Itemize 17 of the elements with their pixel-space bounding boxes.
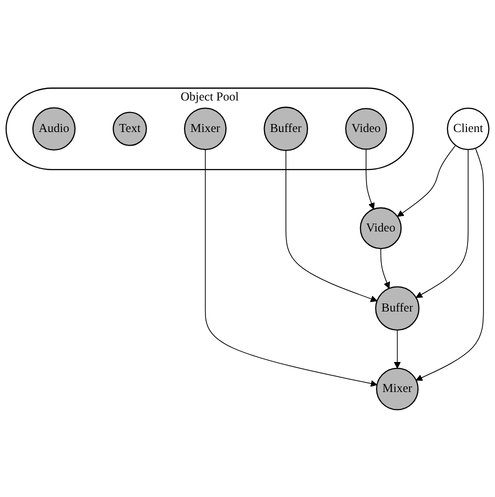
node-circle: Video <box>345 108 387 150</box>
arrow <box>416 147 484 380</box>
arrow <box>397 144 456 216</box>
node-circle: Audio <box>32 106 76 150</box>
arrow <box>286 150 378 302</box>
arrow <box>366 148 375 210</box>
node-circle: Buffer <box>264 106 308 151</box>
node-circle: Client <box>446 107 490 150</box>
arrow <box>380 248 390 288</box>
node-circle: Mixer <box>376 367 419 410</box>
node-circle: Buffer <box>375 286 420 330</box>
arrow <box>394 329 401 368</box>
node-circle: Text <box>112 111 147 146</box>
node-circle: Video <box>360 206 402 249</box>
node-circle: Mixer <box>184 107 227 150</box>
arrow <box>416 148 469 298</box>
arrow <box>204 148 378 386</box>
